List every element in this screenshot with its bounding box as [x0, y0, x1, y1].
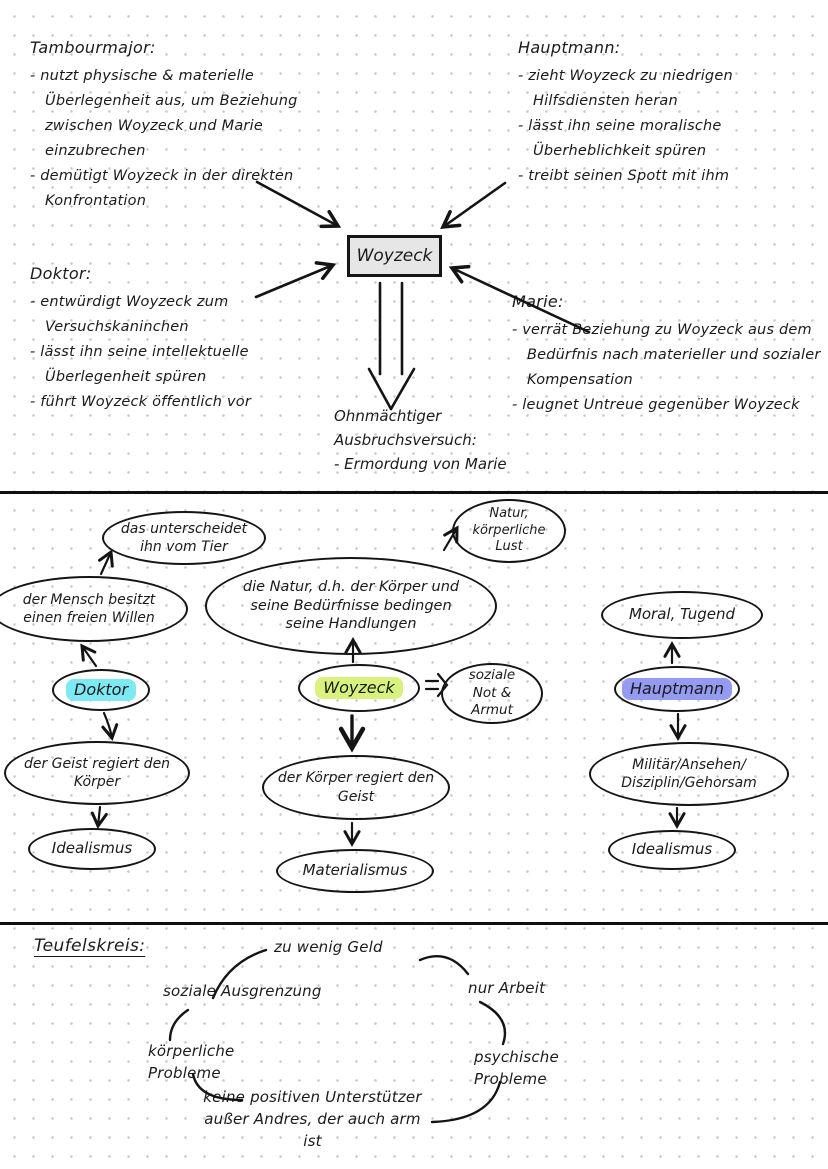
marie-title: Marie:: [512, 292, 564, 311]
double-arrow-head-right: [389, 367, 416, 411]
arrow-doktor-to-freier-wille: [80, 643, 98, 668]
node-freier-wille: der Mensch besitzt einen freien Willen: [0, 576, 188, 642]
section-divider: [0, 922, 828, 925]
node-woyzeck-concept: Woyzeck: [298, 664, 420, 712]
marie-item: - leugnet Untreue gegenüber Woyzeck: [512, 397, 800, 413]
hauptmann-item: - treibt seinen Spott mit ihm: [518, 168, 730, 184]
tk-item-koerperlich: körperliche Probleme: [148, 1042, 235, 1082]
node-natur-lust: Natur, körperliche Lust: [452, 499, 566, 563]
outcome-item: - Ermordung von Marie: [334, 455, 507, 473]
node-koerper-regiert-label: der Körper regiert den Geist: [277, 770, 435, 805]
node-tier: das unterscheidet ihn vom Tier: [102, 511, 266, 565]
arrow-freier-wille-to-tier: [97, 549, 114, 576]
node-materialismus: Materialismus: [276, 849, 434, 893]
hauptmann-item: - zieht Woyzeck zu niedrigen Hilfsdienst…: [518, 68, 733, 109]
node-geist-regiert: der Geist regiert den Körper: [4, 741, 190, 805]
doktor-title: Doktor:: [30, 264, 92, 283]
node-hauptmann-concept: Hauptmann: [614, 666, 740, 712]
arrow-doktor-to-geist: [101, 711, 119, 741]
node-freier-wille-label: der Mensch besitzt einen freien Willen: [22, 591, 156, 626]
node-geist-regiert-label: der Geist regiert den Körper: [23, 755, 171, 790]
woyzeck-center-box: Woyzeck: [347, 235, 442, 277]
doktor-item: - entwürdigt Woyzeck zum Versuchskaninch…: [30, 294, 229, 335]
outcome-line2: Ausbruchsversuch:: [334, 431, 477, 449]
node-idealismus-rechts-label: Idealismus: [631, 840, 713, 859]
node-idealismus-rechts: Idealismus: [608, 830, 736, 870]
node-hauptmann-concept-label: Hauptmann: [621, 677, 733, 701]
node-woyzeck-concept-label: Woyzeck: [315, 676, 403, 700]
teufelskreis-title: Teufelskreis:: [34, 936, 146, 956]
node-doktor: Doktor: [52, 669, 150, 711]
doktor-item: - führt Woyzeck öffentlich vor: [30, 394, 252, 410]
node-soziale-not: soziale Not & Armut: [441, 663, 543, 724]
tk-item-psychisch: psychische Probleme: [474, 1048, 559, 1088]
tambourmajor-title: Tambourmajor:: [30, 38, 156, 57]
hauptmann-title: Hauptmann:: [518, 38, 621, 57]
tk-item-ausgrenzung: soziale Ausgrenzung: [163, 982, 322, 1000]
woyzeck-center-label: Woyzeck: [356, 246, 433, 266]
node-doktor-label: Doktor: [66, 678, 137, 702]
hauptmann-item: - lässt ihn seine moralische Überheblich…: [518, 118, 722, 159]
marie-section: Marie: - verrät Beziehung zu Woyzeck aus…: [512, 292, 824, 418]
doktor-section: Doktor: - entwürdigt Woyzeck zum Versuch…: [30, 264, 326, 415]
tambourmajor-item: - demütigt Woyzeck in der direkten Konfr…: [30, 168, 294, 209]
doktor-item: - lässt ihn seine intellektuelle Überleg…: [30, 344, 249, 385]
node-militaer: Militär/Ansehen/ Disziplin/Gehorsam: [589, 742, 789, 806]
node-idealismus-links: Idealismus: [28, 828, 156, 870]
arrow-geist-to-idealismus: [90, 805, 108, 829]
tk-item-arbeit: nur Arbeit: [468, 979, 546, 997]
node-natur-koerper: die Natur, d.h. der Körper und seine Bed…: [205, 557, 497, 655]
node-koerper-regiert: der Körper regiert den Geist: [262, 755, 450, 820]
arrow-hauptmann-to-woyzeck: [440, 181, 507, 230]
node-tier-label: das unterscheidet ihn vom Tier: [120, 520, 248, 555]
tambourmajor-section: Tambourmajor: - nutzt physische & materi…: [30, 38, 328, 214]
node-natur-lust-label: Natur, körperliche Lust: [472, 505, 546, 555]
hauptmann-section: Hauptmann: - zieht Woyzeck zu niedrigen …: [518, 38, 818, 189]
arc-geld-to-arbeit: [418, 955, 470, 976]
tk-item-unterstuetzer: keine positiven Unterstützer außer Andre…: [203, 1088, 422, 1150]
node-moral-tugend-label: Moral, Tugend: [628, 605, 736, 624]
node-materialismus-label: Materialismus: [302, 861, 408, 880]
tk-item-geld: zu wenig Geld: [274, 938, 383, 956]
section-divider: [0, 491, 828, 494]
double-arrow-head-left: [367, 367, 393, 411]
outcome-line1: Ohnmächtiger: [334, 407, 442, 425]
outcome-block: Ohnmächtiger Ausbruchsversuch: - Ermordu…: [334, 404, 524, 476]
node-soziale-not-label: soziale Not & Armut: [468, 667, 516, 719]
node-moral-tugend: Moral, Tugend: [601, 591, 763, 639]
marie-item: - verrät Beziehung zu Woyzeck aus dem Be…: [512, 322, 821, 388]
node-natur-koerper-label: die Natur, d.h. der Körper und seine Bed…: [242, 578, 460, 633]
arc-ausgrenzung-to-koerperlich: [168, 1008, 190, 1042]
tambourmajor-item: - nutzt physische & materielle Überlegen…: [30, 68, 298, 159]
node-idealismus-links-label: Idealismus: [51, 839, 133, 858]
arc-arbeit-to-psychisch: [478, 1000, 507, 1046]
node-militaer-label: Militär/Ansehen/ Disziplin/Gehorsam: [621, 756, 757, 791]
